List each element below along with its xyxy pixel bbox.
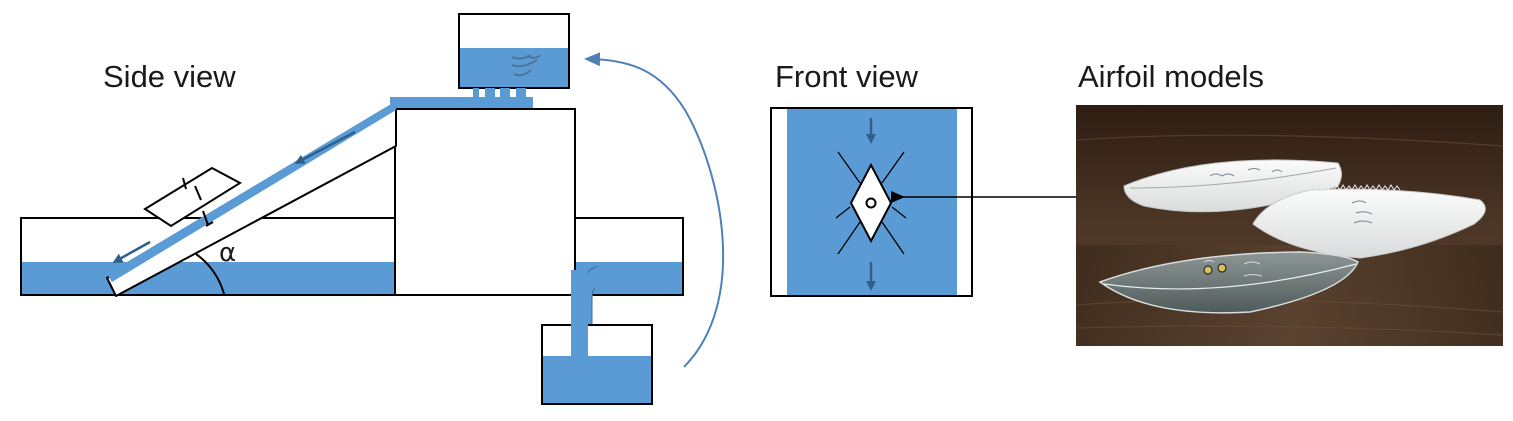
airfoil-models-section: Airfoil models [1075,59,1504,346]
top-reservoir [458,13,570,98]
curved-return-arrow-icon [584,52,725,368]
top-water-film [390,97,533,108]
front-view: Front view [770,59,1100,297]
arrow-icon [294,130,356,164]
airfoil-model-side [143,166,242,228]
angle-alpha-label: α [219,238,236,268]
side-view: Side view [20,13,725,405]
arrow-icon [112,240,151,263]
central-block [394,108,576,296]
side-view-label: Side view [103,59,236,94]
airfoil-photo [1075,105,1504,346]
alpha-angle-arc: α [195,238,236,295]
flow-arrows-ramp [112,130,356,263]
front-airfoil-diamond [835,151,907,255]
drain-bucket [541,262,653,405]
airfoil-models-label: Airfoil models [1078,59,1264,94]
front-view-label: Front view [775,59,919,94]
